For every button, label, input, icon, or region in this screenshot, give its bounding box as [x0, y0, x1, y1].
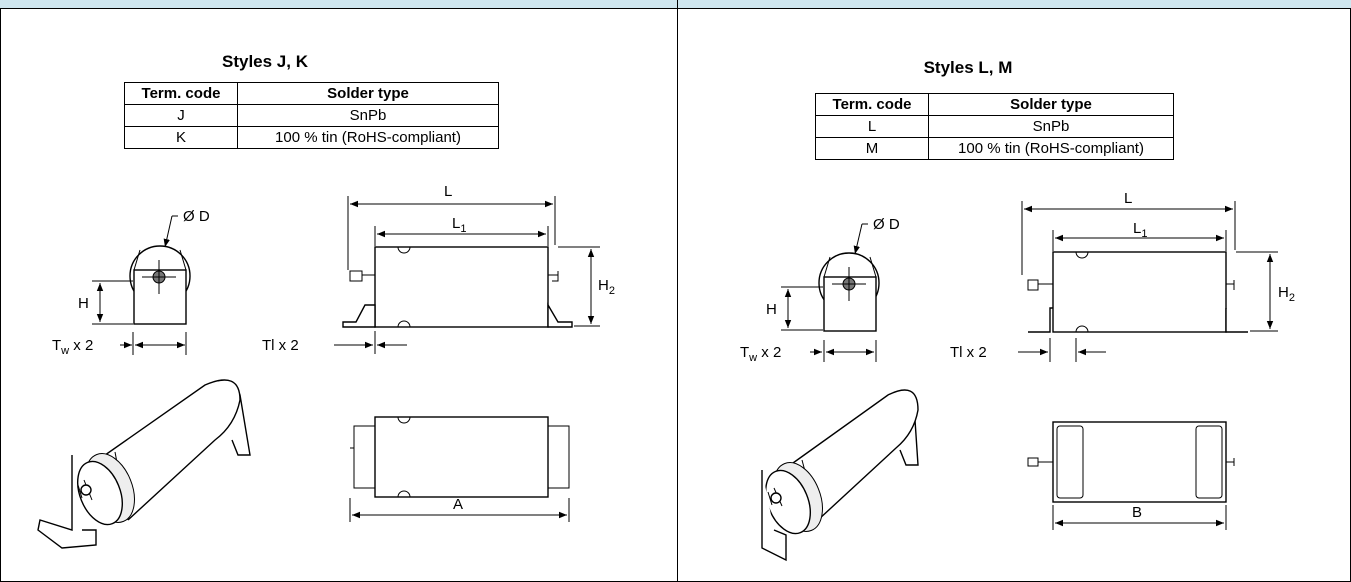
- table-cell: 100 % tin (RoHS-compliant): [928, 137, 1174, 160]
- panel-title: Styles J, K: [222, 52, 308, 71]
- header-bar: [0, 0, 1351, 9]
- dim-tl: [1018, 338, 1106, 362]
- label-b: B: [1132, 504, 1142, 521]
- isometric-view: [37, 379, 251, 549]
- dim-tl: [334, 331, 407, 354]
- label-l: L: [444, 183, 452, 200]
- label-h2: H2: [1278, 284, 1295, 304]
- dim-bottom: [1052, 505, 1227, 530]
- label-h: H: [766, 301, 777, 318]
- table-cell: 100 % tin (RoHS-compliant): [237, 126, 499, 149]
- label-tw: Tw x 2: [52, 337, 93, 357]
- dim-h: [92, 280, 133, 325]
- table-header-solder-type: Solder type: [928, 93, 1174, 116]
- top-view: [1027, 421, 1235, 503]
- table-row: L SnPb: [815, 115, 1174, 138]
- dim-l1: [1052, 230, 1227, 251]
- label-h2: H2: [598, 277, 615, 297]
- dim-tw: [120, 332, 187, 355]
- dimension-drawing: Ø D H Tw x 2 L: [37, 183, 615, 549]
- label-diameter: Ø D: [873, 216, 900, 233]
- dim-l: [1021, 201, 1236, 275]
- side-view: [1027, 251, 1248, 333]
- dim-bottom: [349, 498, 570, 522]
- table-header-solder-type: Solder type: [237, 82, 499, 105]
- label-tl: Tl x 2: [950, 344, 987, 361]
- label-a: A: [453, 496, 463, 513]
- panel-styles-j-k: Styles J, K Term. code Solder type J SnP…: [37, 52, 615, 549]
- dim-l1: [374, 226, 549, 246]
- table-cell: SnPb: [237, 104, 499, 127]
- table-cell: M: [815, 137, 929, 160]
- dimension-drawing: Ø D H Tw x 2 L: [740, 190, 1295, 562]
- table-row: K 100 % tin (RoHS-compliant): [124, 126, 499, 149]
- termination-table: Term. code Solder type J SnPb K 100 % ti…: [124, 82, 499, 149]
- dim-tw: [810, 340, 877, 362]
- end-view: [818, 223, 880, 332]
- isometric-view: [761, 389, 919, 562]
- termination-table: Term. code Solder type L SnPb M 100 % ti…: [815, 93, 1174, 160]
- panel-title: Styles L, M: [923, 58, 1013, 77]
- panel-divider: [677, 0, 678, 582]
- end-view: [129, 215, 191, 325]
- dim-h: [781, 286, 823, 331]
- table-row: M 100 % tin (RoHS-compliant): [815, 137, 1174, 160]
- side-view: [342, 246, 573, 328]
- label-tl: Tl x 2: [262, 337, 299, 354]
- label-l1: L1: [1133, 220, 1147, 240]
- top-view: [350, 416, 570, 498]
- label-l: L: [1124, 190, 1132, 207]
- panel-styles-l-m: Styles L, M Term. code Solder type L SnP…: [678, 0, 1351, 582]
- label-tw: Tw x 2: [740, 344, 781, 364]
- label-l1: L1: [452, 215, 466, 235]
- label-h: H: [78, 295, 89, 312]
- dim-l: [347, 196, 556, 270]
- dim-h2: [558, 246, 600, 327]
- dim-h2: [1236, 251, 1278, 332]
- label-diameter: Ø D: [183, 208, 210, 225]
